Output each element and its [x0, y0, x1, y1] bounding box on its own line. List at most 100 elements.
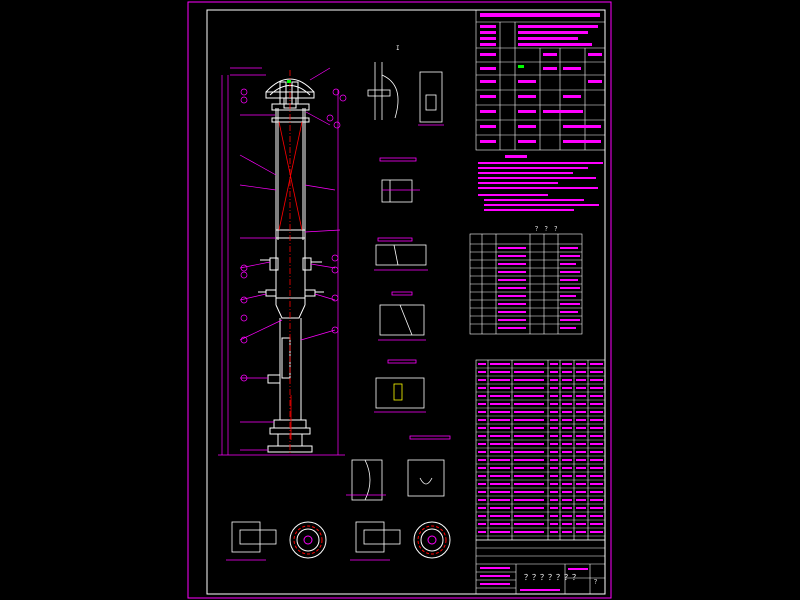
parts-cell-glyph	[550, 499, 558, 501]
parts-cell-glyph	[576, 403, 586, 405]
parts-cell-glyph	[478, 379, 486, 381]
parts-cell-glyph	[576, 411, 586, 413]
parts-cell-glyph	[478, 507, 486, 509]
parts-cell-glyph	[478, 475, 486, 477]
parts-cell-glyph	[590, 451, 603, 453]
parts-cell-glyph	[490, 379, 510, 381]
flange-ring-1	[289, 521, 327, 559]
parts-cell-glyph	[550, 411, 558, 413]
parts-cell-glyph	[590, 475, 603, 477]
parts-cell-glyph	[514, 459, 544, 461]
parts-cell-glyph	[490, 419, 510, 421]
green-accents	[287, 65, 524, 83]
parts-cell-glyph	[576, 459, 586, 461]
parts-cell-glyph	[478, 403, 486, 405]
parts-cell-glyph	[562, 467, 572, 469]
parts-cell-glyph	[576, 387, 586, 389]
parts-cell-glyph	[576, 451, 586, 453]
parts-cell-glyph	[562, 371, 572, 373]
parts-cell-glyph	[490, 491, 510, 493]
title-block-text: ？？？？？？？	[524, 573, 580, 582]
parts-cell-glyph	[514, 371, 544, 373]
parts-cell-glyph	[576, 491, 586, 493]
parts-cell-glyph	[550, 459, 558, 461]
parts-cell-glyph	[490, 387, 510, 389]
parts-cell-glyph	[490, 499, 510, 501]
parts-cell-glyph	[550, 531, 558, 533]
parts-cell-glyph	[576, 419, 586, 421]
nozzle-table-text	[498, 247, 580, 329]
parts-cell-glyph	[514, 419, 544, 421]
parts-cell-glyph	[514, 427, 544, 429]
parts-cell-glyph	[562, 443, 572, 445]
parts-cell-glyph	[576, 523, 586, 525]
parts-cell-glyph	[478, 443, 486, 445]
parts-cell-glyph	[478, 491, 486, 493]
detail-weld-5	[346, 435, 451, 501]
parts-cell-glyph	[590, 459, 603, 461]
parts-cell-glyph	[490, 411, 510, 413]
parts-cell-glyph	[478, 523, 486, 525]
parts-cell-glyph	[514, 523, 544, 525]
parts-cell-glyph	[490, 395, 510, 397]
parts-cell-glyph	[576, 515, 586, 517]
parts-cell-glyph	[550, 443, 558, 445]
parts-cell-glyph	[590, 387, 603, 389]
parts-cell-glyph	[490, 483, 510, 485]
dimension-lines	[218, 67, 345, 456]
parts-cell-glyph	[576, 507, 586, 509]
parts-cell-glyph	[590, 427, 603, 429]
inner-frame	[206, 9, 606, 595]
parts-cell-glyph	[576, 483, 586, 485]
parts-cell-glyph	[550, 435, 558, 437]
parts-cell-glyph	[550, 427, 558, 429]
flange-view-right	[350, 521, 401, 561]
parts-list-rows	[476, 363, 605, 537]
parts-cell-glyph	[562, 451, 572, 453]
parts-cell-glyph	[478, 499, 486, 501]
parts-cell-glyph	[576, 395, 586, 397]
spec-table	[475, 9, 606, 151]
parts-cell-glyph	[562, 475, 572, 477]
parts-cell-glyph	[562, 419, 572, 421]
parts-cell-glyph	[576, 443, 586, 445]
parts-cell-glyph	[590, 523, 603, 525]
parts-cell-glyph	[550, 419, 558, 421]
parts-cell-glyph	[550, 507, 558, 509]
parts-cell-glyph	[514, 395, 544, 397]
parts-cell-glyph	[576, 363, 586, 365]
parts-cell-glyph	[576, 467, 586, 469]
parts-cell-glyph	[590, 483, 603, 485]
parts-cell-glyph	[478, 467, 486, 469]
parts-cell-glyph	[590, 363, 603, 365]
parts-cell-glyph	[550, 371, 558, 373]
parts-cell-glyph	[490, 443, 510, 445]
dimension-bubbles	[240, 88, 347, 382]
parts-cell-glyph	[478, 483, 486, 485]
parts-cell-glyph	[550, 515, 558, 517]
parts-cell-glyph	[490, 427, 510, 429]
parts-cell-glyph	[514, 499, 544, 501]
technical-notes	[478, 155, 603, 211]
parts-cell-glyph	[590, 403, 603, 405]
tower-column	[258, 78, 324, 453]
parts-cell-glyph	[478, 531, 486, 533]
parts-cell-glyph	[478, 411, 486, 413]
parts-cell-glyph	[514, 491, 544, 493]
parts-cell-glyph	[490, 459, 510, 461]
parts-cell-glyph	[562, 459, 572, 461]
parts-cell-glyph	[590, 467, 603, 469]
parts-cell-glyph	[590, 379, 603, 381]
parts-cell-glyph	[576, 531, 586, 533]
parts-cell-glyph	[562, 499, 572, 501]
parts-cell-glyph	[478, 459, 486, 461]
parts-cell-glyph	[514, 483, 544, 485]
detail-label-I: I	[396, 45, 400, 52]
parts-cell-glyph	[576, 499, 586, 501]
parts-cell-glyph	[590, 499, 603, 501]
parts-cell-glyph	[576, 371, 586, 373]
parts-cell-glyph	[562, 507, 572, 509]
parts-cell-glyph	[590, 507, 603, 509]
parts-cell-glyph	[514, 435, 544, 437]
